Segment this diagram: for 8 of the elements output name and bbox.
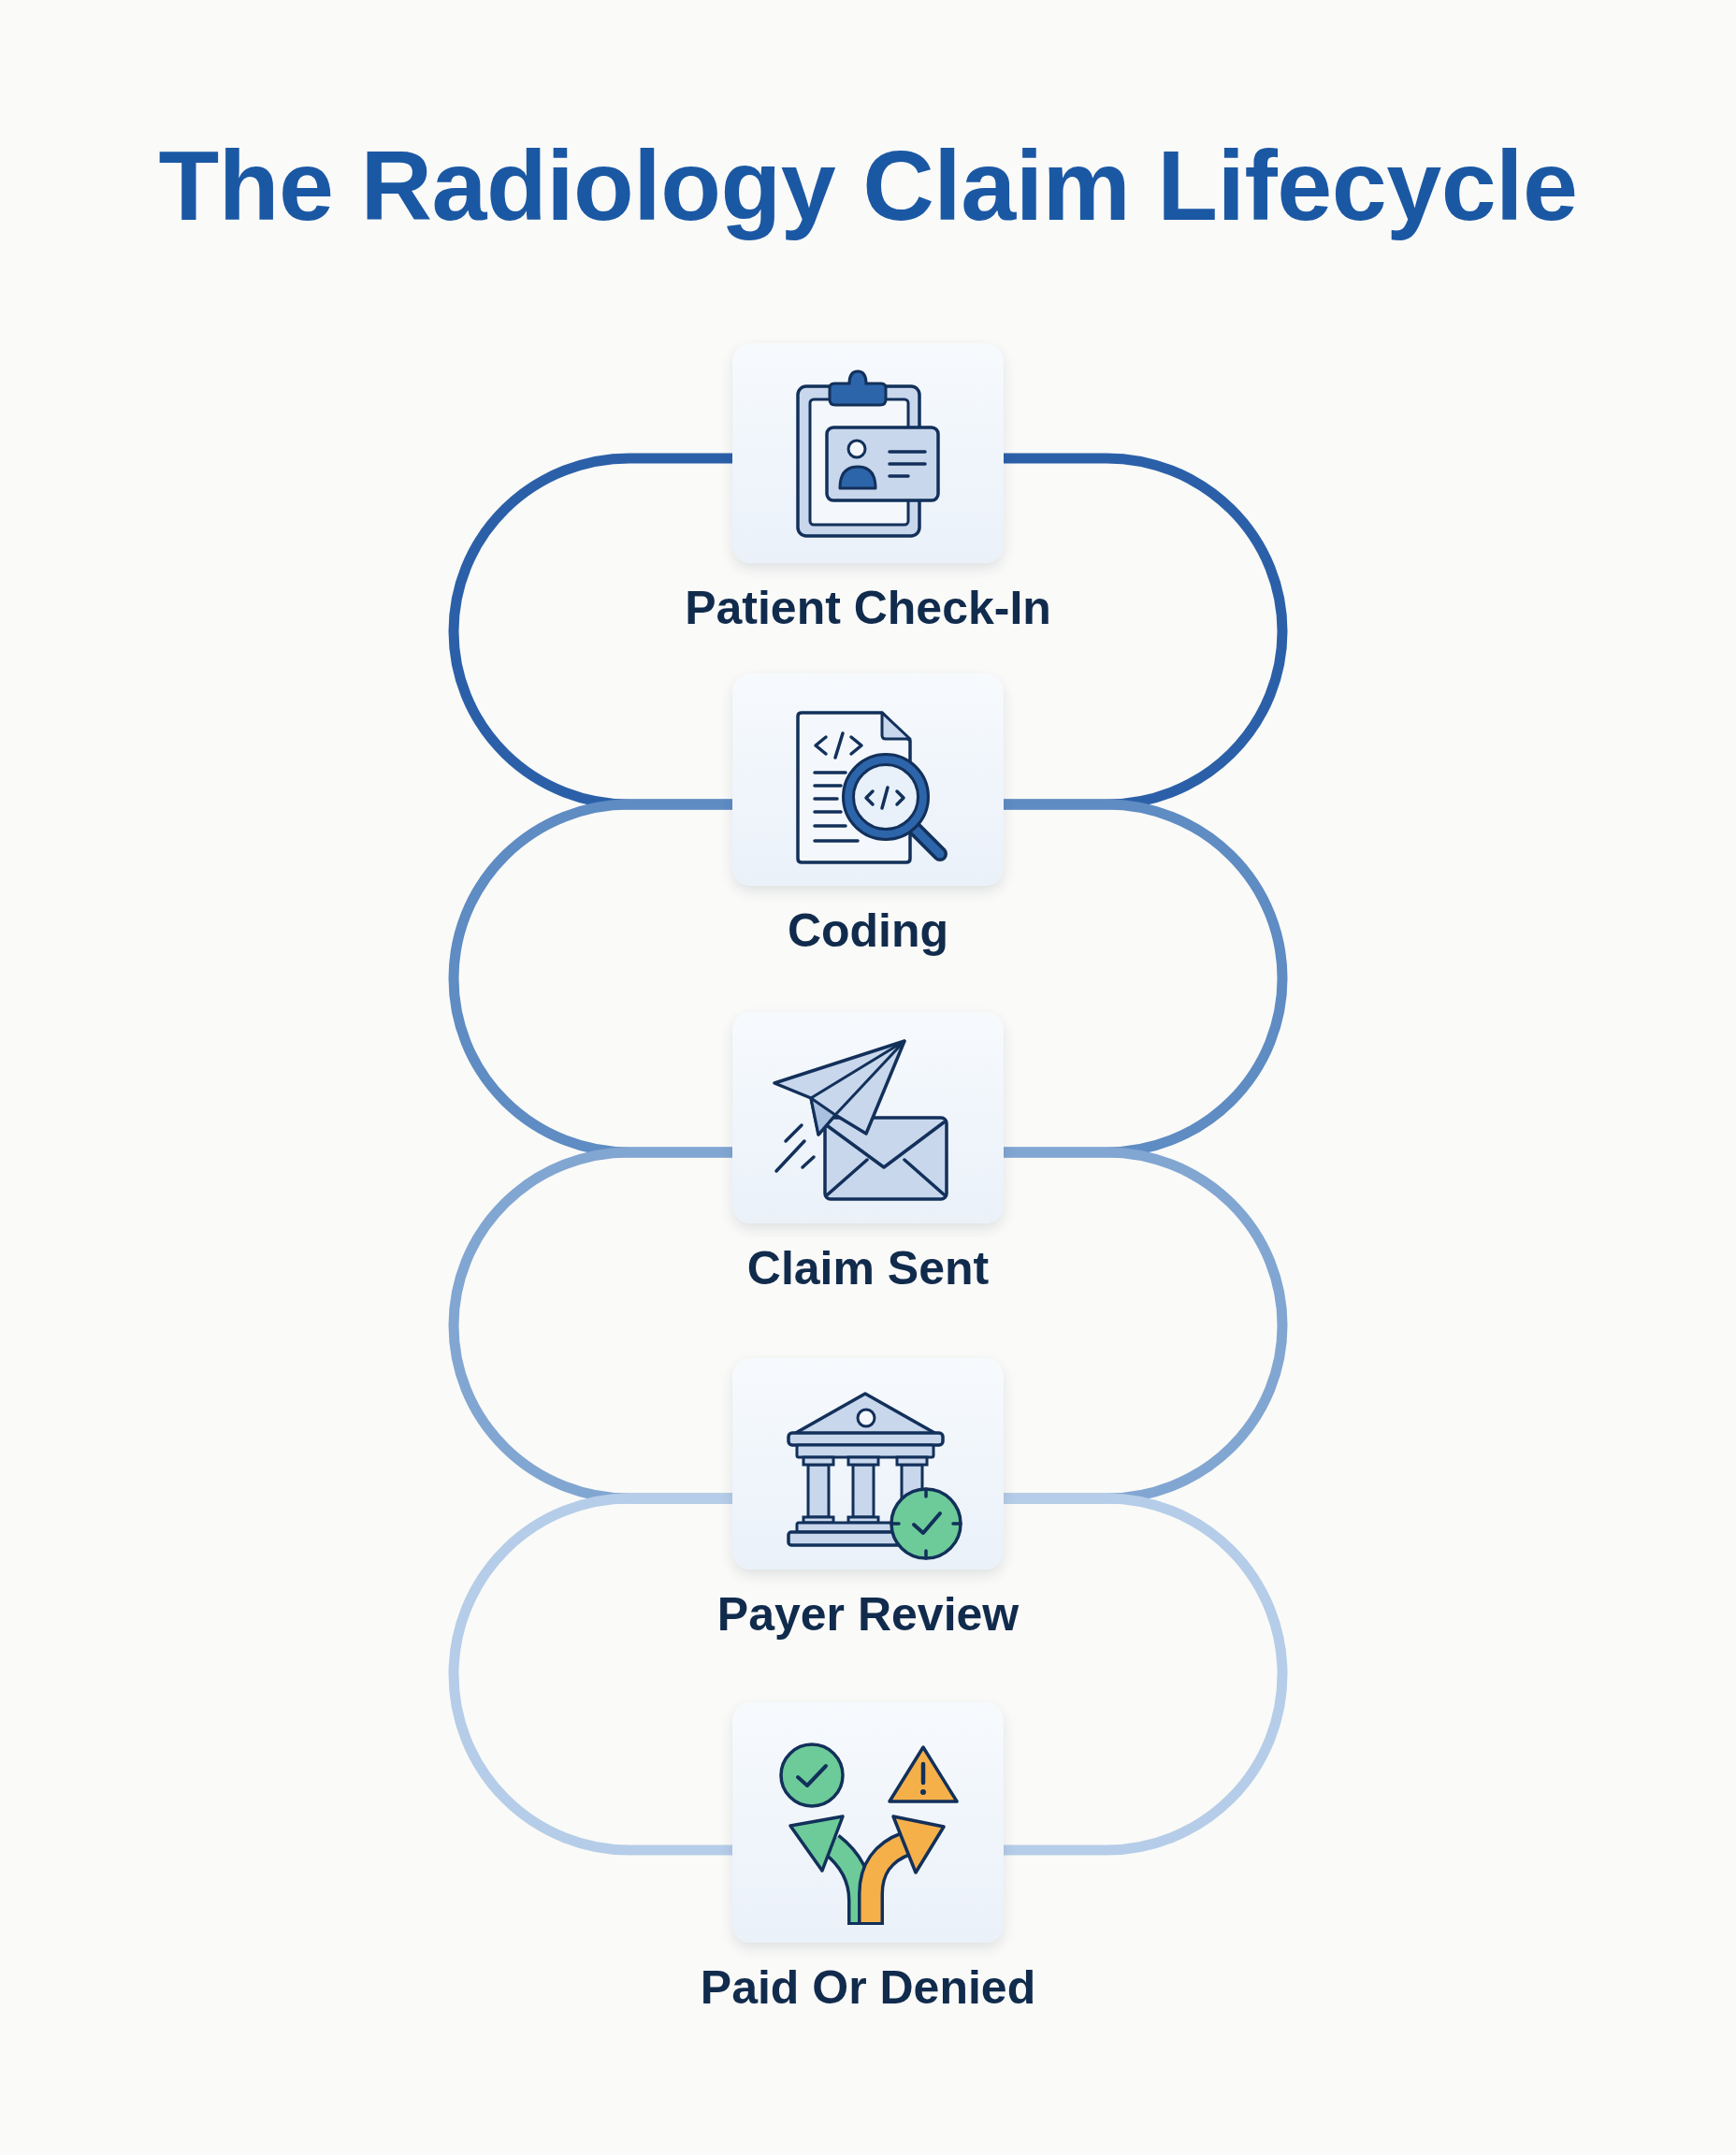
diagram-title: The Radiology Claim Lifecycle — [158, 129, 1578, 241]
step-label: Claim Sent — [746, 1241, 990, 1296]
step-label: Payer Review — [716, 1587, 1020, 1642]
step-label: Coding — [787, 904, 949, 959]
step-label: Paid Or Denied — [700, 1960, 1036, 2016]
step-label: Patient Check-In — [685, 581, 1051, 636]
loop-connector — [448, 1493, 732, 1856]
loop-connector — [1004, 1493, 1288, 1856]
